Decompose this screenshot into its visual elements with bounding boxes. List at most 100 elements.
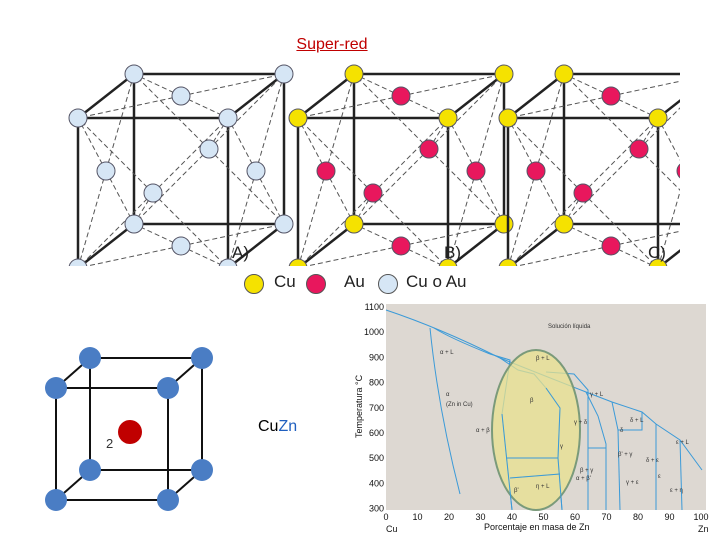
phase-xtick: 100 [693,512,708,522]
face-atom [171,86,191,106]
corner-atom [288,258,308,266]
phase-region-label: δ [620,428,624,434]
face-atom [573,183,593,203]
cu-or-au-legend-swatch [378,274,398,294]
highlighted-beta-region [491,349,581,511]
atom-legend: Cu Au Cu o Au [240,268,480,298]
corner-atom [648,108,668,128]
bcc-unit-cell: 2 [45,347,213,511]
cu-legend-swatch [244,274,264,294]
corner-atom [68,258,88,266]
face-atom [419,139,439,159]
phase-ytick: 500 [369,453,384,463]
phase-region-label: β [530,398,534,404]
corner-atom [344,214,364,234]
phase-region-label: α + β' [576,476,591,482]
bcc-corner-atom [45,489,67,511]
phase-ylabel: Temperatura °C [354,374,364,438]
phase-xtick: 80 [633,512,643,522]
face-atom [143,183,163,203]
phase-xtick: 10 [412,512,422,522]
phase-region-label: β' + γ [618,452,632,458]
unit-cell-b-label: B) [444,243,461,262]
phase-xtick: 20 [444,512,454,522]
phase-ytick: 1000 [364,327,384,337]
corner-atom [494,214,514,234]
phase-region-label: ε + L [676,440,690,446]
corner-atom [124,214,144,234]
unit-cell-a-label: A) [232,243,249,262]
phase-ytick: 300 [369,504,384,514]
corner-atom [274,64,294,84]
phase-region-label: β + γ [580,468,593,474]
bcc-atom-label: 2 [106,436,113,451]
face-atom [629,139,649,159]
corner-atom [124,64,144,84]
phase-xlabel: Porcentaje en masa de Zn [484,522,590,532]
page-title: Super-red [296,36,368,53]
phase-region-label: β + L [536,356,550,362]
compound-zn: Zn [278,418,298,435]
phase-region-label: (Zn in Cu) [446,402,473,408]
unit-cell-c-label: C) [648,243,666,262]
face-atom [601,236,621,256]
phase-region-label: ε [658,474,661,480]
phase-ytick: 900 [369,352,384,362]
unit-cell-c [498,64,680,266]
bcc-center-atom [118,420,142,444]
phase-region-label: η + L [536,484,550,490]
bcc-corner-atom [79,347,101,369]
corner-atom [648,258,668,266]
corner-atom [498,258,518,266]
bcc-corner-atom [45,377,67,399]
phase-xtick: 40 [507,512,517,522]
corner-atom [288,108,308,128]
au-legend-swatch [306,274,326,294]
phase-ytick: 400 [369,478,384,488]
face-atom [601,86,621,106]
phase-region-label: δ + ε [646,458,659,464]
phase-region-label: γ + L [590,392,604,398]
corner-atom [344,64,364,84]
face-atom [316,161,336,181]
phase-xtick: 60 [570,512,580,522]
cu-legend-label: Cu [274,272,296,291]
phase-x-right-label: Zn [698,524,709,534]
face-atom [526,161,546,181]
face-atom [391,86,411,106]
corner-atom [274,214,294,234]
phase-region-label: α + β [476,428,490,434]
corner-atom [554,214,574,234]
au-legend-label: Au [344,272,365,291]
phase-xtick: 0 [383,512,388,522]
bcc-corner-atom [191,347,213,369]
phase-xtick: 30 [475,512,485,522]
unit-cell-b [288,64,514,266]
corner-atom [554,64,574,84]
phase-x-left-label: Cu [386,524,398,534]
corner-atom [494,64,514,84]
phase-ytick: 600 [369,428,384,438]
cu-zn-phase-diagram: 1100 1000 900 800 700 600 500 400 300 0 10 20 30 40 5… [354,302,709,534]
cu-or-au-legend-label: Cu o Au [406,272,467,291]
unit-cells-figure: A) B) C) [68,64,680,266]
phase-region-label: β' [514,488,519,494]
bcc-corner-atom [79,459,101,481]
corner-atom [218,258,238,266]
face-atom [199,139,219,159]
phase-ytick: 700 [369,403,384,413]
bcc-corner-atom [191,459,213,481]
face-atom [466,161,486,181]
phase-xtick: 90 [664,512,674,522]
phase-region-label: γ + δ [574,420,588,426]
face-atom [171,236,191,256]
phase-region-label: ε + η [670,488,683,494]
phase-ytick: 1100 [365,302,384,312]
phase-region-label: δ + L [630,418,644,424]
phase-xtick: 50 [538,512,548,522]
phase-ytick: 800 [369,378,384,388]
bcc-corner-atom [157,489,179,511]
phase-xtick: 70 [601,512,611,522]
phase-region-label: γ + ε [626,480,639,486]
phase-region-label: γ [560,444,563,450]
